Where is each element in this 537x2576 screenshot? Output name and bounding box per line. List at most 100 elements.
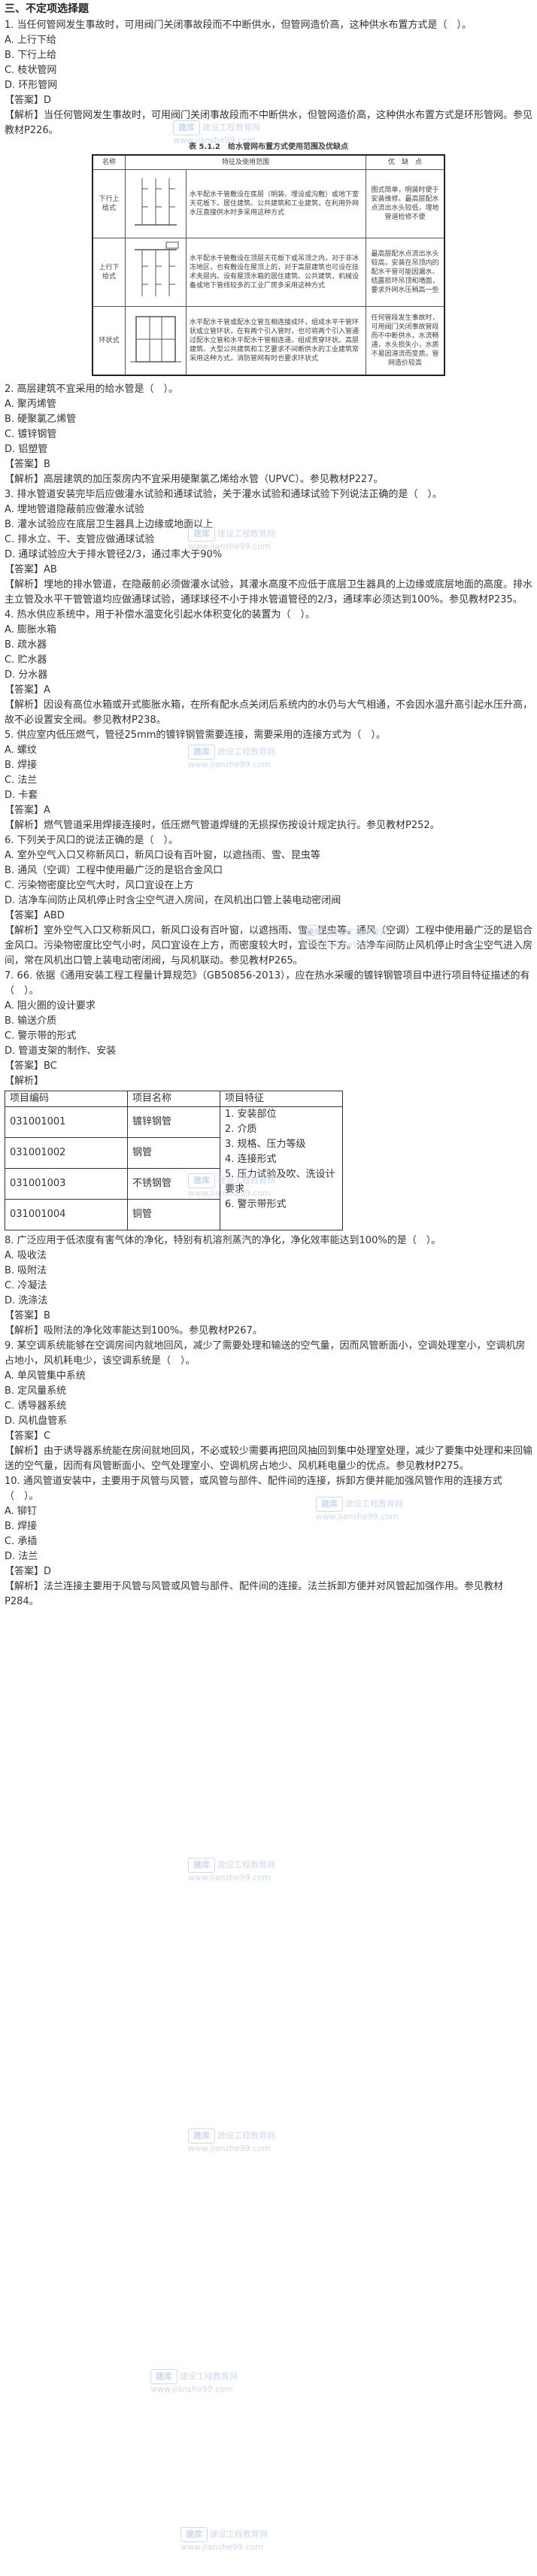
table-header-row: 项目编码 项目名称 项目特征 (5, 1091, 343, 1107)
watermark-url: www.jianshe99.com (150, 2384, 233, 2394)
explanation: 【解析】由于诱导器系统能在房间就地回风，不必或较少需要再把回风抽回到集中处理室处… (5, 1446, 533, 1472)
question-stem: 4. 热水供应系统中，用于补偿水温变化引起水体积变化的装置为（ ）。 (5, 609, 316, 620)
option-c: C. 法兰 (5, 775, 38, 786)
watermark-url: www.jianshe99.com (181, 2542, 263, 2552)
watermark-text: 建设工程教育网 (217, 1860, 275, 1870)
question-1: 1. 当任何管网发生事故时，可用阀门关闭事故段而不中断供水，但管网造价高，这种供… (5, 18, 532, 376)
table-cell-pros: 任何管段发生事故时，可用阀门关闭事故管段而不中断供水，水流畅通，水头损失小，水质… (366, 306, 445, 376)
watermark: 建库建设工程教育网 www.jianshe99.com (188, 2128, 275, 2153)
section-title: 三、不定项选择题 (5, 3, 89, 15)
table-cell-name: 环状式 (92, 306, 126, 376)
option-a: A. 单风管集中系统 (5, 1370, 86, 1382)
watermark-url: www.jianshe99.com (188, 1873, 271, 1883)
table-cell-name: 镀锌钢管 (127, 1106, 220, 1138)
answer: 【答案】B (5, 459, 50, 470)
option-d: D. 洁净车间防止风机停止时含尘空气进入房间，在风机出口管上装电动密闭阀 (5, 895, 341, 906)
option-a: A. 聚丙烯管 (5, 399, 56, 410)
option-c: C. 诱导器系统 (5, 1400, 67, 1412)
question-stem: 7. 66. 依据《通用安装工程工程量计算规范》（GB50856-2013），应… (5, 970, 530, 997)
explanation: 【解析】埋地的排水管道，在隐蔽前必须做灌水试验，其灌水高度不应低于底层卫生器具的… (5, 579, 533, 605)
table-cell-name: 钢管 (127, 1137, 220, 1169)
option-a: A. 室外空气入口又称新风口，新风口设有百叶窗，以遮挡雨、雪、昆虫等 (5, 850, 320, 861)
answer: 【答案】D (5, 1566, 52, 1577)
question-7: 7. 66. 依据《通用安装工程工程量计算规范》（GB50856-2013），应… (5, 969, 532, 1230)
option-b: B. 焊接 (5, 760, 38, 771)
answer: 【答案】ABD (5, 910, 65, 921)
layout-sketch (125, 238, 187, 307)
table-row: 031001003 不锈钢管 (5, 1168, 343, 1200)
feature-item: 1. 安装部位 (225, 1109, 277, 1120)
question-stem: 10. 通风管道安装中，主要用于风管与风管，或风管与部件、配件间的连接，拆卸方便… (5, 1476, 502, 1502)
option-d: D. 通球试验应大于排水管径2/3，通过率大于90% (5, 549, 223, 560)
table-cell-code: 031001004 (5, 1199, 128, 1230)
watermark: 建库建设工程教育网 www.jianshe99.com (188, 1858, 275, 1883)
explanation-label: 【解析】 (5, 1076, 44, 1087)
answer: 【答案】D (5, 95, 52, 106)
table-header: 项目名称 (127, 1091, 220, 1107)
explanation: 【解析】当任何管网发生事故时，可用阀门关闭事故段而不中断供水，但管网造价高，这种… (5, 110, 533, 136)
question-stem: 8. 广泛应用于低浓度有害气体的净化，特别有机溶剂蒸汽的净化，净化效率能达到10… (5, 1235, 441, 1246)
table-row: 031001001 镀锌钢管 1. 安装部位 2. 介质 3. 规格、压力等级 … (5, 1106, 343, 1230)
option-c: C. 警示带的形式 (5, 1030, 77, 1042)
option-d: D. 分水器 (5, 669, 48, 681)
table-caption: 表 5.1.2 给水管网布置方式使用范围及优缺点 (189, 143, 348, 151)
question-6: 6. 下列关于风口的说法正确的是（ ）。 A. 室外空气入口又称新风口，新风口设… (5, 833, 532, 969)
table-header: 项目特征 (220, 1091, 343, 1107)
table-cell-code: 031001002 (5, 1137, 128, 1169)
option-a: A. 吸收法 (5, 1250, 47, 1261)
answer: 【答案】B (5, 1310, 50, 1321)
question-stem: 3. 排水管道安装完毕后应做灌水试验和通球试验，关于灌水试验和通球试验下列说法正… (5, 489, 443, 500)
option-c: C. 镀锌钢管 (5, 429, 57, 440)
watermark-logo: 建库 (188, 2128, 215, 2144)
option-b: B. 定风量系统 (5, 1385, 67, 1397)
table-row: 下行上给式 (92, 169, 445, 238)
feature-item: 6. 警示带形式 (225, 1199, 287, 1210)
question-4: 4. 热水供应系统中，用于补偿水温变化引起水体积变化的装置为（ ）。 A. 膨胀… (5, 608, 532, 728)
option-d: D. 环形管网 (5, 80, 58, 91)
option-c: C. 贮水器 (5, 654, 47, 666)
explanation: 【解析】高层建筑的加压泵房内不宜采用硬聚氯乙烯给水管（UPVC）。参见教材P22… (5, 474, 384, 485)
table-cell-name: 上行下给式 (92, 238, 126, 307)
table-row: 031001002 钢管 (5, 1137, 343, 1169)
question-2: 2. 高层建筑不宜采用的给水管是（ ）。 A. 聚丙烯管 B. 硬聚氯乙烯管 C… (5, 382, 532, 487)
question-stem: 5. 供应室内低压燃气，管径25mm的镀锌钢管需要连接，需要采用的连接方式为（ … (5, 730, 386, 741)
option-c: C. 冷凝法 (5, 1280, 47, 1291)
table-cell-feature: 水平配水干管敷设在底层（明装、埋设或沟敷）或地下室天花板下。居住建筑、公共建筑和… (186, 169, 366, 238)
table-header: 优 缺 点 (366, 154, 445, 170)
pipe-layout-table: 名称 特征及使用范围 优 缺 点 下行上给式 (92, 154, 445, 376)
option-b: B. 灌水试验应在底层卫生器具上边缘或地面以上 (5, 519, 214, 530)
answer: 【答案】C (5, 1431, 51, 1442)
question-stem: 2. 高层建筑不宜采用的给水管是（ ）。 (5, 384, 179, 395)
question-5: 5. 供应室内低压燃气，管径25mm的镀锌钢管需要连接，需要采用的连接方式为（ … (5, 728, 532, 833)
table-cell-name: 铜管 (127, 1199, 220, 1230)
table-row: 环状式 水平配水干管或配水立管互相连接成环，组成水平干管环状 (92, 306, 445, 376)
loop-sketch-icon (130, 316, 181, 363)
explanation: 【解析】燃气管道采用焊接连接时，低压燃气管道焊缝的无损探伤按设计规定执行。参见教… (5, 820, 440, 831)
watermark-logo: 建库 (181, 2527, 208, 2542)
table-cell-pros: 最高层配水点流出水头较高，安装在吊顶内的配水干管可能因漏水、结露损坏吊顶和墙面，… (366, 238, 445, 307)
table-header: 名称 (92, 154, 126, 170)
question-9: 9. 某空调系统能够在空调房间内就地回风，减少了需要处理和输送的空气量，因而风管… (5, 1339, 532, 1474)
question-stem: 1. 当任何管网发生事故时，可用阀门关闭事故段而不中断供水，但管网造价高，这种供… (5, 20, 472, 31)
reference-table-figure: 表 5.1.2 给水管网布置方式使用范围及优缺点 名称 特征及使用范围 优 缺 … (92, 143, 445, 376)
answer: 【答案】BC (5, 1060, 57, 1072)
question-stem: 9. 某空调系统能够在空调房间内就地回风，减少了需要处理和输送的空气量，因而风管… (5, 1340, 526, 1367)
option-b: B. 吸附法 (5, 1265, 47, 1276)
watermark-logo: 建库 (150, 2369, 177, 2384)
option-c: C. 承插 (5, 1536, 38, 1547)
option-c: C. 排水立、干、支管应做通球试验 (5, 534, 155, 545)
table-header: 特征及使用范围 (125, 154, 366, 170)
downfeed-sketch-icon (135, 178, 177, 226)
explanation: 【解析】室外空气入口又称新风口，新风口设有百叶窗，以遮挡雨、雪、昆虫等。通风（空… (5, 925, 533, 966)
watermark-url: www.jianshe99.com (188, 2144, 271, 2153)
feature-item: 4. 连接形式 (225, 1154, 277, 1165)
option-d: D. 洗涤法 (5, 1295, 48, 1306)
table-cell-name: 下行上给式 (92, 169, 126, 238)
table-row: 031001004 铜管 (5, 1199, 343, 1230)
option-a: A. 膨胀水箱 (5, 624, 56, 636)
option-b: B. 焊接 (5, 1521, 38, 1532)
option-d: D. 铝塑管 (5, 444, 48, 455)
question-10: 10. 通风管道安装中，主要用于风管与风管，或风管与部件、配件间的连接，拆卸方便… (5, 1474, 532, 1610)
option-c: C. 污染物密度比空气大时，风口宜设在上方 (5, 880, 194, 891)
option-a: A. 螺纹 (5, 745, 37, 756)
